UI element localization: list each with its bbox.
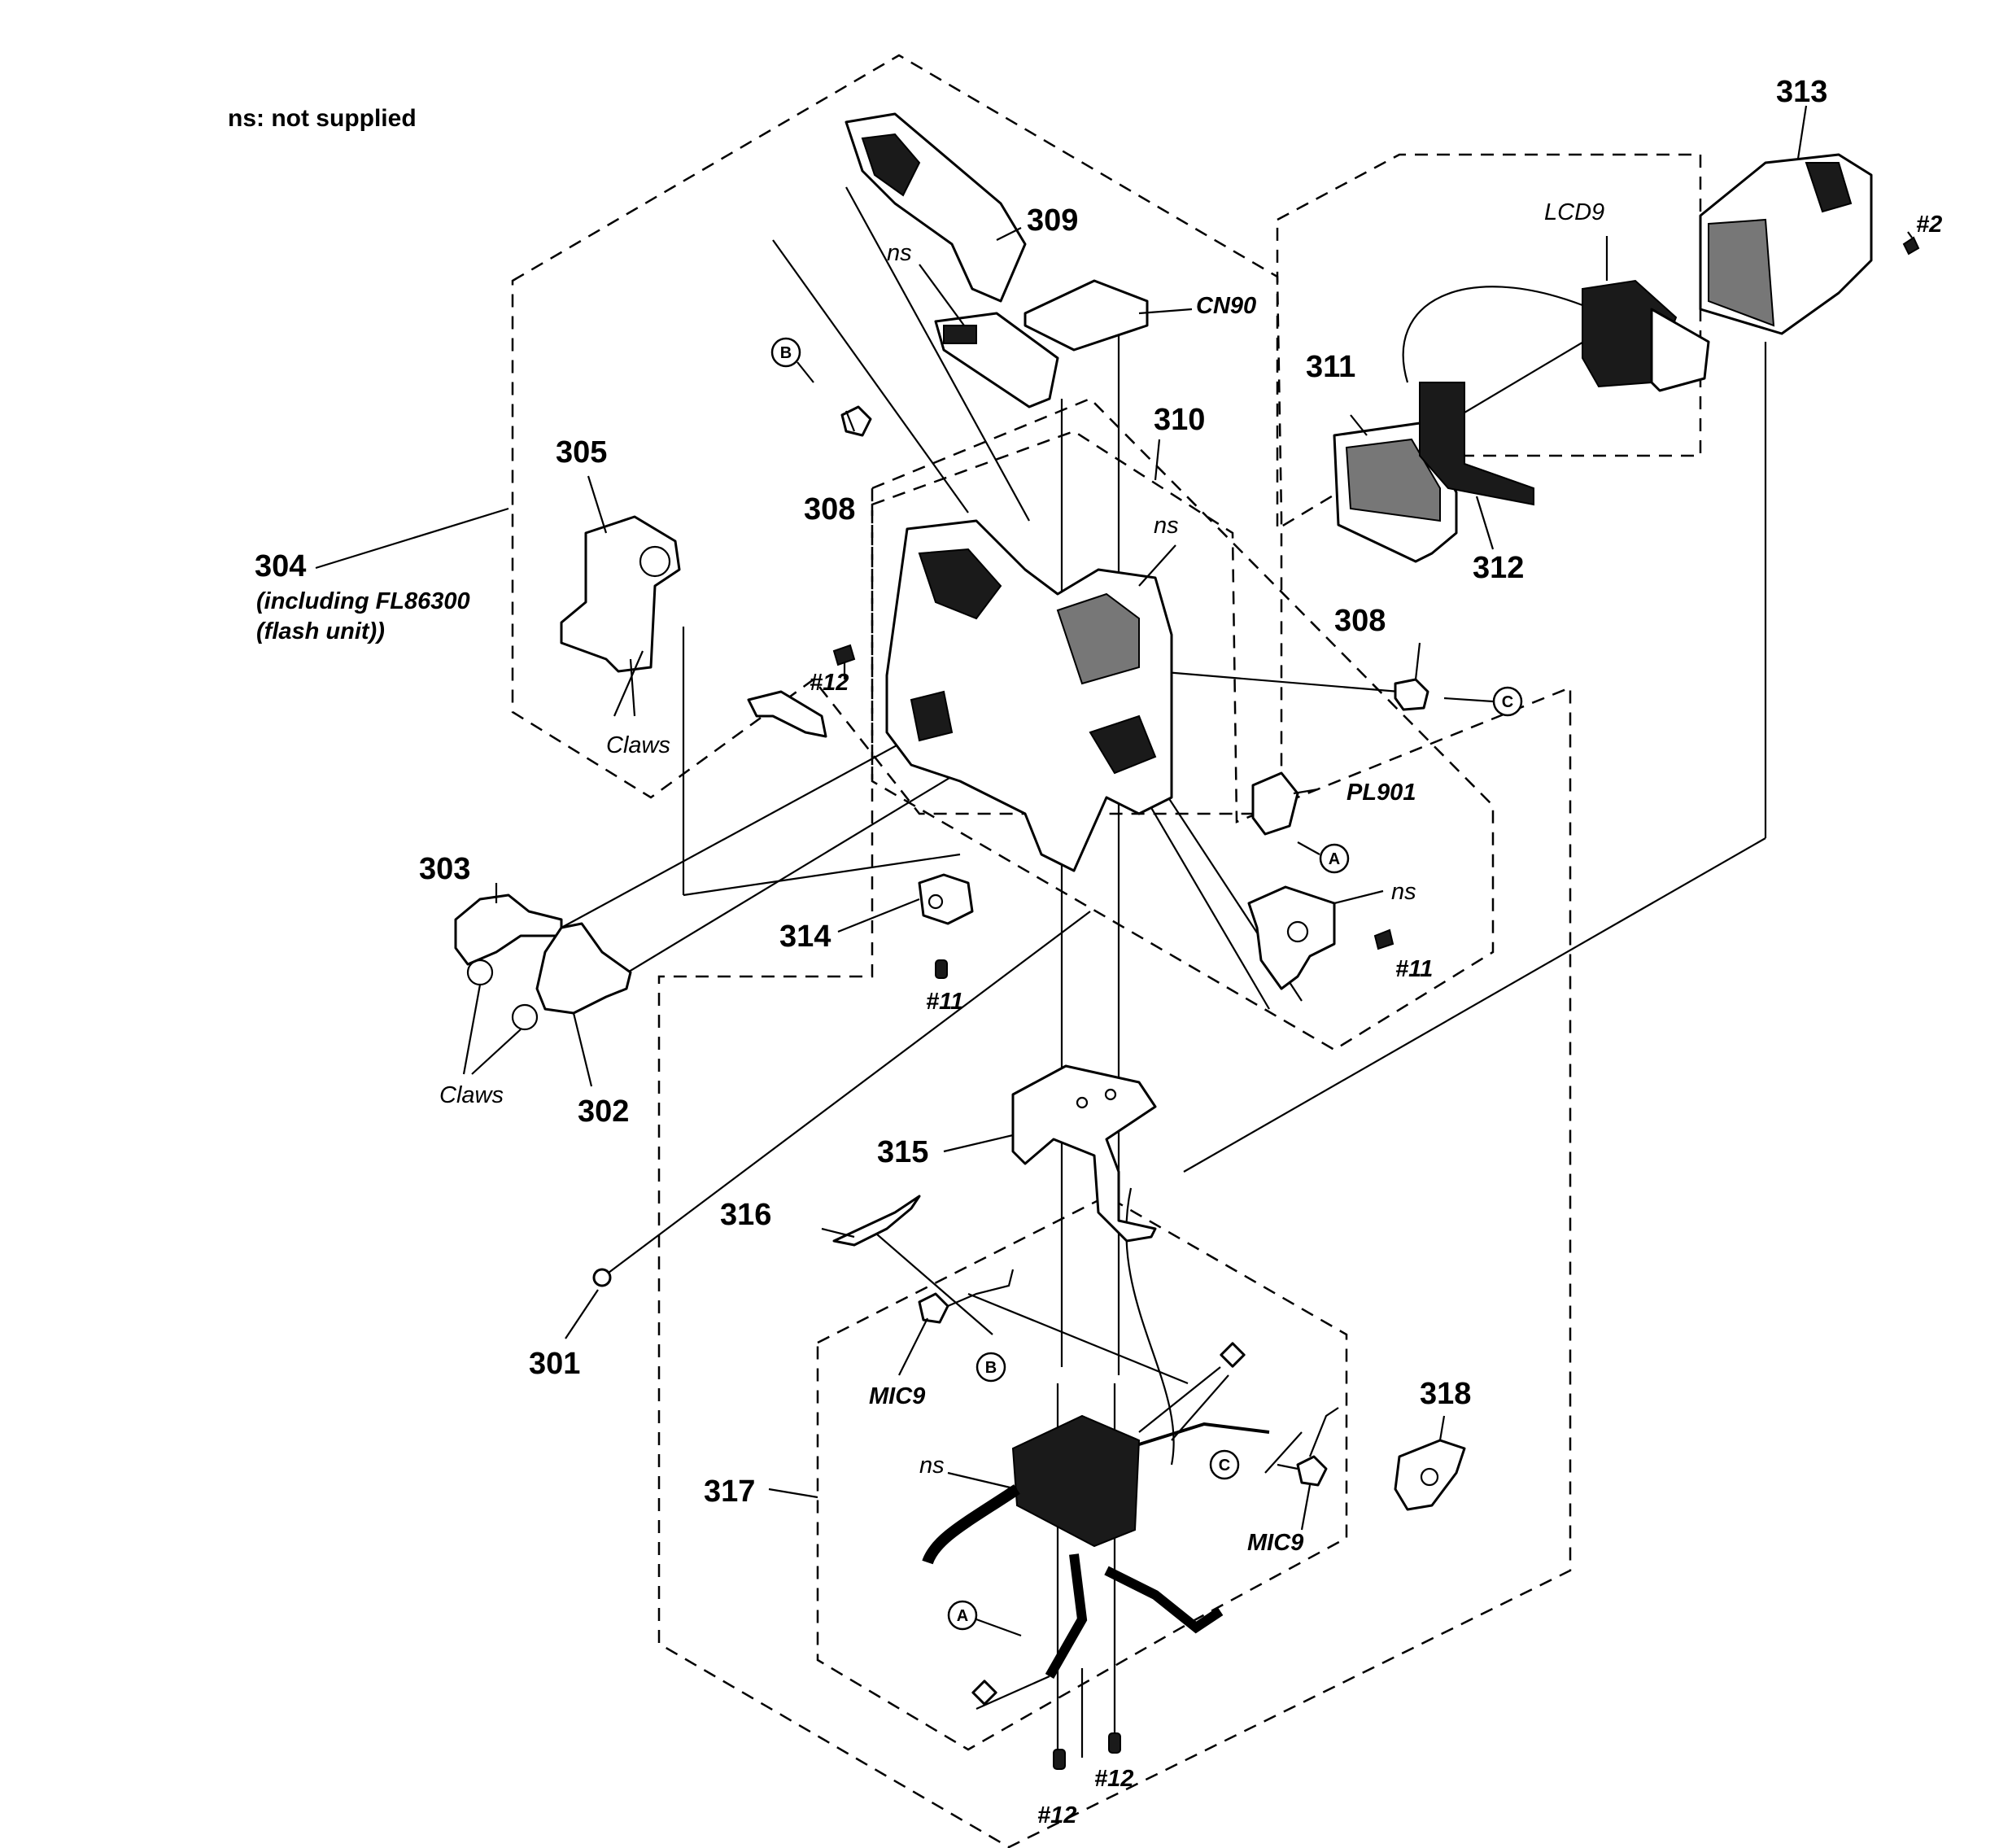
label-301: 301	[529, 1347, 580, 1381]
part-cn90-connector	[1024, 279, 1149, 352]
part-316-plate	[832, 1195, 921, 1247]
label-314: 314	[779, 920, 831, 954]
ref-circle-b-upper: B	[770, 337, 814, 383]
label-12-bottom-right: #12	[1094, 1766, 1133, 1792]
part-mic9-left	[918, 1269, 1015, 1324]
part-313-finder-block	[1699, 153, 1873, 335]
label-cn90: CN90	[1196, 293, 1256, 319]
part-302-clip	[511, 922, 632, 1031]
label-311: 311	[1306, 350, 1355, 384]
label-312: 312	[1473, 551, 1524, 585]
leader-lines	[315, 105, 1913, 1531]
label-ns-2: ns	[1154, 513, 1179, 539]
part-12-screws-bottom	[1053, 1732, 1121, 1770]
part-308-upper	[840, 405, 872, 437]
part-310-main-frame	[885, 519, 1173, 872]
part-11-screw-right	[1373, 928, 1394, 950]
part-mic9-right	[1296, 1407, 1339, 1487]
part-2-screw	[1902, 236, 1920, 256]
label-315: 315	[877, 1135, 928, 1169]
label-308-upper: 308	[804, 492, 855, 526]
ref-circle-c-upper: C	[1443, 686, 1523, 717]
label-2: #2	[1916, 212, 1942, 238]
label-pl901: PL901	[1346, 780, 1416, 806]
ref-circle-c-lower: C	[1209, 1449, 1240, 1480]
label-316: 316	[720, 1198, 771, 1232]
label-mic9-left: MIC9	[869, 1383, 925, 1409]
part-flex-cable-left	[747, 690, 827, 738]
part-12-screw-upper	[832, 644, 856, 679]
part-312-lcd-panel	[1419, 382, 1534, 506]
label-11-right: #11	[1395, 956, 1433, 982]
label-318: 318	[1420, 1377, 1471, 1411]
label-304-note-1: (including FL86300	[256, 588, 470, 614]
part-315-bracket	[1011, 1064, 1157, 1243]
svg-text:A: A	[1329, 850, 1340, 868]
note-ns-not-supplied: ns: not supplied	[228, 105, 417, 132]
ref-circle-a-upper: A	[1297, 841, 1350, 874]
part-305-bracket	[560, 515, 681, 673]
label-317: 317	[704, 1474, 755, 1509]
part-ns-bracket-right	[1247, 885, 1336, 990]
connector-lines	[561, 186, 1767, 1758]
svg-text:A: A	[957, 1607, 968, 1625]
part-301-washer	[592, 1268, 612, 1287]
part-pl901-connector	[1251, 771, 1299, 836]
part-311-lcd-frame	[1333, 422, 1458, 563]
label-claws-upper: Claws	[606, 732, 670, 758]
label-304: 304	[255, 549, 306, 583]
label-304-note-2: (flash unit))	[256, 618, 385, 644]
part-309-top-cover	[845, 112, 1027, 303]
label-303: 303	[419, 852, 470, 886]
label-305: 305	[556, 435, 607, 470]
part-308-right	[1394, 678, 1429, 711]
label-lcd9: LCD9	[1544, 199, 1604, 225]
part-ns-switch-block	[934, 312, 1059, 408]
svg-text:B: B	[985, 1359, 997, 1377]
part-lcd9-backlight	[1582, 279, 1710, 392]
label-313: 313	[1776, 75, 1827, 109]
part-318-plate	[1394, 1439, 1466, 1511]
part-314-holder	[918, 873, 974, 925]
part-317-harness	[922, 1342, 1270, 1706]
label-mic9-right: MIC9	[1247, 1530, 1303, 1556]
label-claws-lower: Claws	[439, 1082, 504, 1108]
label-309: 309	[1027, 203, 1078, 238]
label-ns-3: ns	[1391, 879, 1416, 905]
label-12-upper: #12	[810, 670, 849, 696]
part-11-screw-314	[935, 959, 948, 979]
label-ns-1: ns	[887, 240, 912, 266]
ref-circle-a-lower: A	[947, 1600, 1022, 1637]
label-308-right: 308	[1334, 604, 1386, 638]
label-12-bottom-left: #12	[1037, 1802, 1076, 1828]
ref-circle-b-lower: B	[975, 1352, 1006, 1383]
label-310: 310	[1154, 403, 1205, 437]
label-302: 302	[578, 1094, 629, 1129]
svg-text:B: B	[780, 344, 792, 362]
svg-text:C: C	[1502, 693, 1513, 711]
label-ns-4: ns	[919, 1453, 945, 1479]
label-11-314: #11	[926, 989, 963, 1015]
svg-text:C: C	[1219, 1457, 1230, 1474]
